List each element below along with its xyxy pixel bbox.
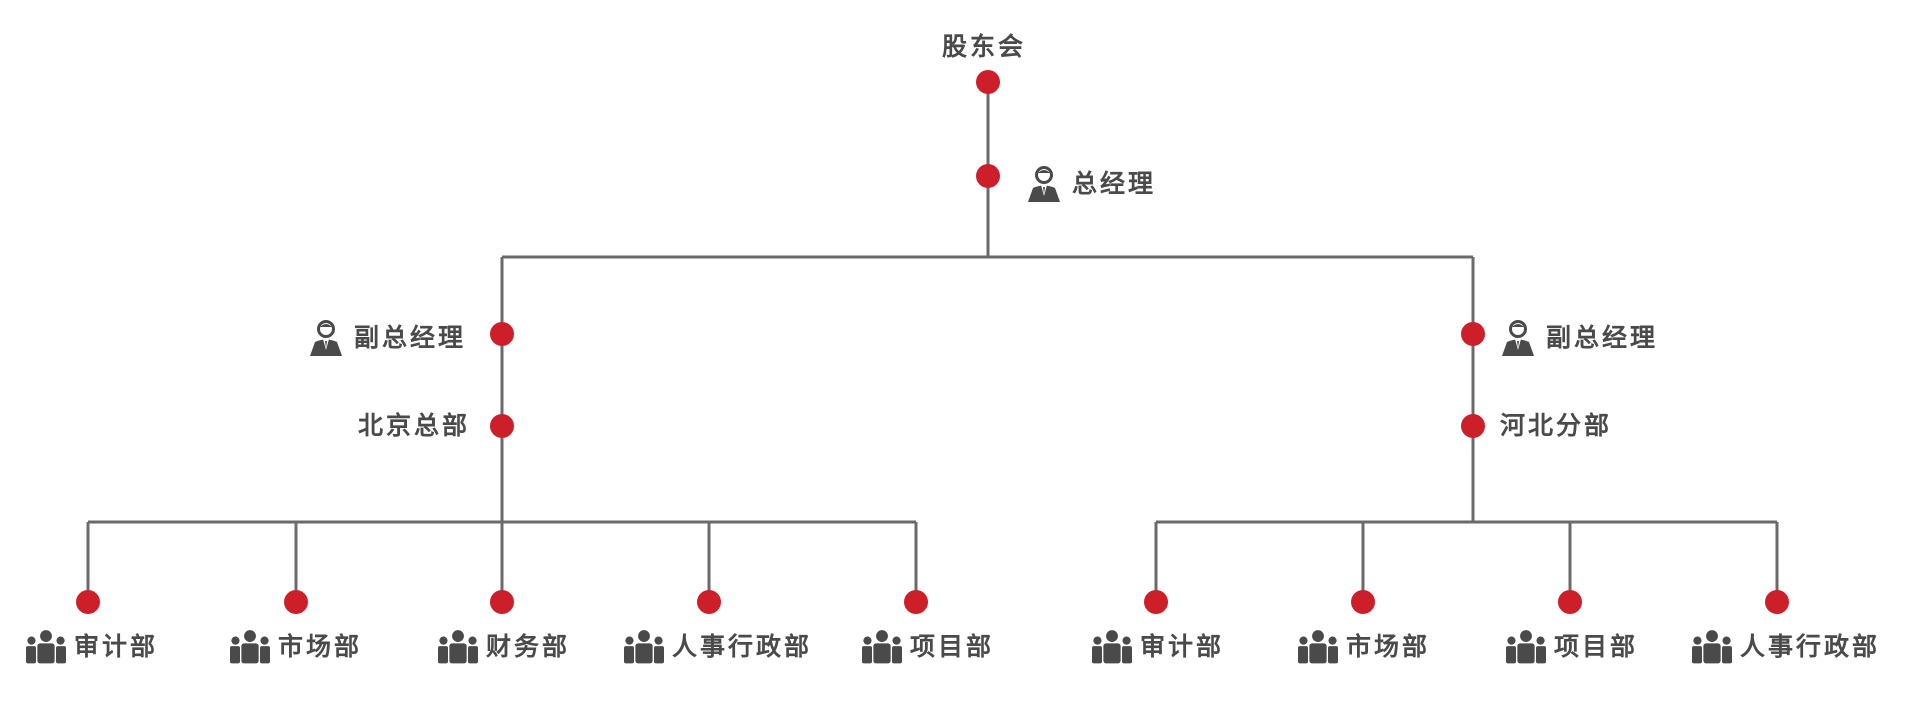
right-branch-text: 河北分部 [1500, 411, 1613, 440]
dept-label: 市场部 [278, 632, 363, 661]
left-branch-node [490, 414, 514, 438]
left-branch-label: 北京总部 [358, 411, 470, 441]
right-dept-node-0 [1144, 590, 1168, 614]
right-deputy-node [1461, 322, 1485, 346]
general-manager-label: 总经理 [1024, 164, 1156, 204]
left-dept-1: 市场部 [230, 627, 362, 667]
shareholders-text: 股东会 [942, 32, 1027, 61]
right-dept-3: 人事行政部 [1692, 627, 1880, 667]
left-dept-node-3 [697, 590, 721, 614]
general-manager-text: 总经理 [1072, 169, 1157, 198]
left-dept-4: 项目部 [862, 627, 994, 667]
right-dept-node-1 [1351, 590, 1375, 614]
right-dept-0: 审计部 [1092, 627, 1224, 667]
right-dept-2: 项目部 [1506, 627, 1638, 667]
right-dept-node-3 [1765, 590, 1789, 614]
right-branch-node [1461, 414, 1485, 438]
shareholders-node [976, 70, 1000, 94]
left-dept-node-0 [76, 590, 100, 614]
group-icon [624, 627, 664, 667]
group-icon [1692, 627, 1732, 667]
person-icon [1024, 164, 1064, 204]
group-icon [1092, 627, 1132, 667]
dept-label: 审计部 [1140, 632, 1225, 661]
group-icon [26, 627, 66, 667]
group-icon [230, 627, 270, 667]
right-branch-label: 河北分部 [1500, 411, 1612, 441]
left-branch-text: 北京总部 [358, 411, 471, 440]
left-dept-node-2 [490, 590, 514, 614]
dept-label: 项目部 [910, 632, 995, 661]
right-deputy-label: 副总经理 [1498, 318, 1658, 358]
dept-label: 人事行政部 [672, 632, 813, 661]
dept-label: 审计部 [74, 632, 159, 661]
right-dept-node-2 [1558, 590, 1582, 614]
left-deputy-text: 副总经理 [354, 323, 467, 352]
group-icon [1298, 627, 1338, 667]
left-deputy-label: 副总经理 [306, 318, 466, 358]
left-dept-2: 财务部 [438, 627, 570, 667]
dept-label: 财务部 [486, 632, 571, 661]
shareholders-label: 股东会 [942, 32, 1026, 62]
left-dept-node-4 [904, 590, 928, 614]
left-deputy-node [490, 322, 514, 346]
right-deputy-text: 副总经理 [1546, 323, 1659, 352]
left-dept-0: 审计部 [26, 627, 158, 667]
dept-label: 项目部 [1554, 632, 1639, 661]
group-icon [862, 627, 902, 667]
left-dept-node-1 [284, 590, 308, 614]
dept-label: 人事行政部 [1740, 632, 1881, 661]
person-icon [1498, 318, 1538, 358]
dept-label: 市场部 [1346, 632, 1431, 661]
general-manager-node [976, 164, 1000, 188]
right-dept-1: 市场部 [1298, 627, 1430, 667]
person-icon [306, 318, 346, 358]
group-icon [438, 627, 478, 667]
left-dept-3: 人事行政部 [624, 627, 812, 667]
group-icon [1506, 627, 1546, 667]
